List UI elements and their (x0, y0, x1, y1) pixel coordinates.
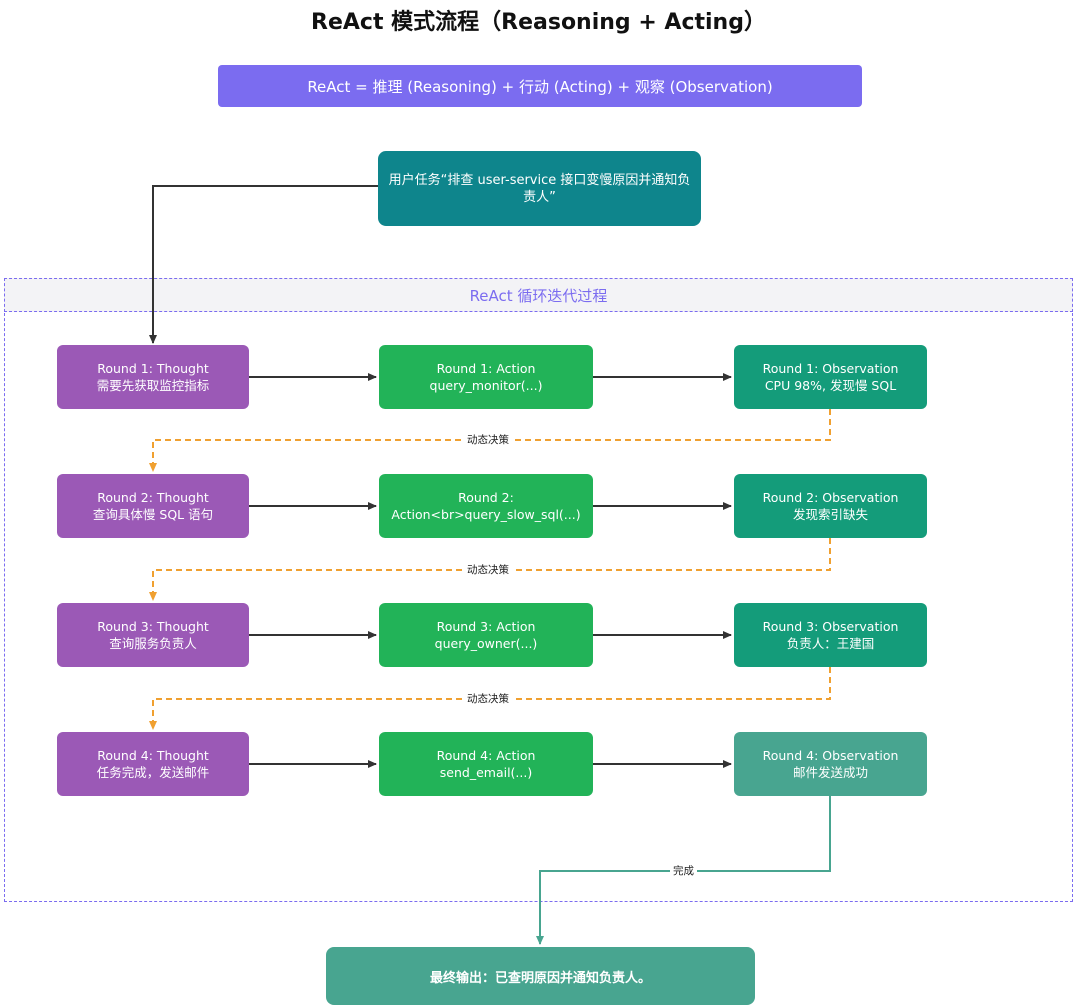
round-1-action-text: query_monitor(...) (429, 378, 543, 393)
round-1-observation-text: CPU 98%, 发现慢 SQL (764, 378, 897, 393)
feedback-label-2: 动态决策 (464, 564, 512, 577)
round-4-action-text: send_email(...) (439, 765, 533, 780)
formula-banner: ReAct = 推理 (Reasoning) + 行动 (Acting) + 观… (218, 65, 862, 107)
round-4-thought-label: Round 4: Thought (97, 748, 209, 763)
round-3-observation-label: Round 3: Observation (762, 619, 899, 634)
round-3-action-label: Round 3: Action (436, 619, 536, 634)
round-2-action-text: Action<br>query_slow_sql(...) (391, 507, 581, 522)
round-2-thought-text: 查询具体慢 SQL 语句 (92, 507, 214, 522)
done-label: 完成 (670, 865, 697, 878)
round-3-observation-text: 负责人：王建国 (786, 636, 875, 651)
round-2-action-label: Round 2: (458, 490, 514, 505)
round-1-action-node: Round 1: Action query_monitor(...) (379, 345, 593, 409)
round-1-action-label: Round 1: Action (436, 361, 536, 376)
edge-task-to-thought-1 (149, 185, 378, 344)
round-4-observation-text: 邮件发送成功 (792, 765, 868, 780)
round-4-thought-text: 任务完成，发送邮件 (96, 765, 210, 780)
round-4-observation-label: Round 4: Observation (762, 748, 899, 763)
round-4-thought-node: Round 4: Thought 任务完成，发送邮件 (57, 732, 249, 796)
round-2-observation-node: Round 2: Observation 发现索引缺失 (734, 474, 927, 538)
loop-title: ReAct 循环迭代过程 (4, 278, 1073, 312)
round-2-observation-text: 发现索引缺失 (792, 507, 868, 522)
round-3-action-node: Round 3: Action query_owner(...) (379, 603, 593, 667)
round-3-observation-node: Round 3: Observation 负责人：王建国 (734, 603, 927, 667)
round-2-observation-label: Round 2: Observation (762, 490, 899, 505)
round-1-observation-label: Round 1: Observation (762, 361, 899, 376)
round-3-thought-node: Round 3: Thought 查询服务负责人 (57, 603, 249, 667)
round-4-action-label: Round 4: Action (436, 748, 536, 763)
round-2-thought-label: Round 2: Thought (97, 490, 209, 505)
feedback-label-1: 动态决策 (464, 434, 512, 447)
round-4-observation-node: Round 4: Observation 邮件发送成功 (734, 732, 927, 796)
diagram-title: ReAct 模式流程（Reasoning + Acting） (311, 10, 766, 35)
round-2-thought-node: Round 2: Thought 查询具体慢 SQL 语句 (57, 474, 249, 538)
round-1-thought-label: Round 1: Thought (97, 361, 209, 376)
user-task-node: 用户任务“排查 user-service 接口变慢原因并通知负责人” (378, 151, 701, 226)
feedback-label-3: 动态决策 (464, 693, 512, 706)
final-output-node: 最终输出：已查明原因并通知负责人。 (326, 947, 755, 1005)
round-3-thought-text: 查询服务负责人 (109, 636, 197, 651)
round-4-action-node: Round 4: Action send_email(...) (379, 732, 593, 796)
round-3-thought-label: Round 3: Thought (97, 619, 209, 634)
round-3-action-text: query_owner(...) (434, 636, 538, 651)
round-2-action-node: Round 2: Action<br>query_slow_sql(...) (379, 474, 593, 538)
round-1-thought-node: Round 1: Thought 需要先获取监控指标 (57, 345, 249, 409)
round-1-observation-node: Round 1: Observation CPU 98%, 发现慢 SQL (734, 345, 927, 409)
round-1-thought-text: 需要先获取监控指标 (96, 378, 210, 393)
edge-feedback-1 (149, 409, 831, 472)
